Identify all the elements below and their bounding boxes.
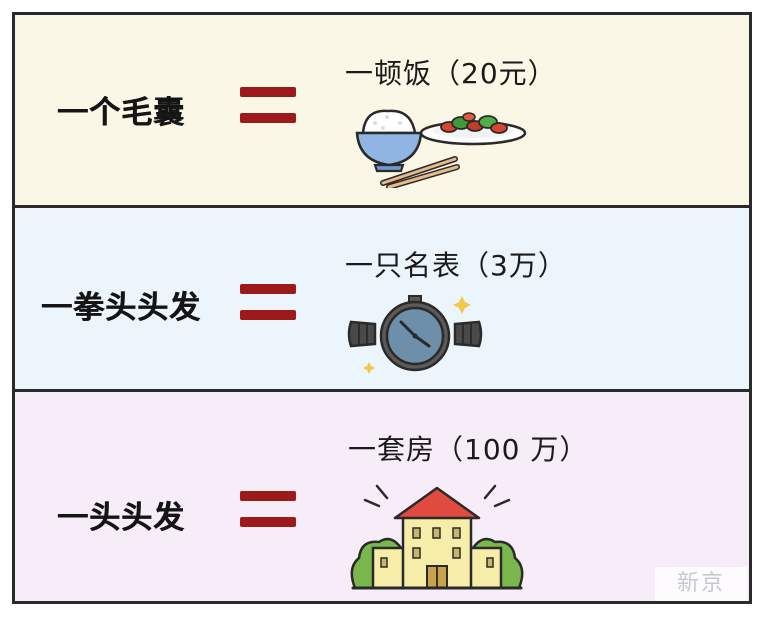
house-icon <box>350 484 524 590</box>
right-label-meal: 一顿饭（20元） <box>345 57 557 90</box>
row-full-head-hair: 一头头发 一套房（100 万） <box>15 392 749 601</box>
right-label-watch: 一只名表（3万） <box>345 249 567 282</box>
wristwatch-icon <box>347 295 483 374</box>
equals-sign <box>240 87 296 125</box>
equals-sign <box>240 284 296 322</box>
row-hair-follicle: 一个毛囊 一顿饭（20元） <box>15 15 749 208</box>
comparison-panel: 一个毛囊 一顿饭（20元） <box>12 12 752 604</box>
equals-sign <box>240 491 296 529</box>
watermark-logo: 新京 <box>655 567 747 601</box>
left-label-handful-hair: 一拳头头发 <box>41 290 201 326</box>
right-label-house: 一套房（100 万） <box>348 433 589 466</box>
row-handful-hair: 一拳头头发 一只名表（3万） <box>15 208 749 392</box>
rice-and-dish-icon <box>355 109 527 188</box>
left-label-full-head-hair: 一头头发 <box>57 500 185 536</box>
left-label-hair-follicle: 一个毛囊 <box>57 95 185 131</box>
